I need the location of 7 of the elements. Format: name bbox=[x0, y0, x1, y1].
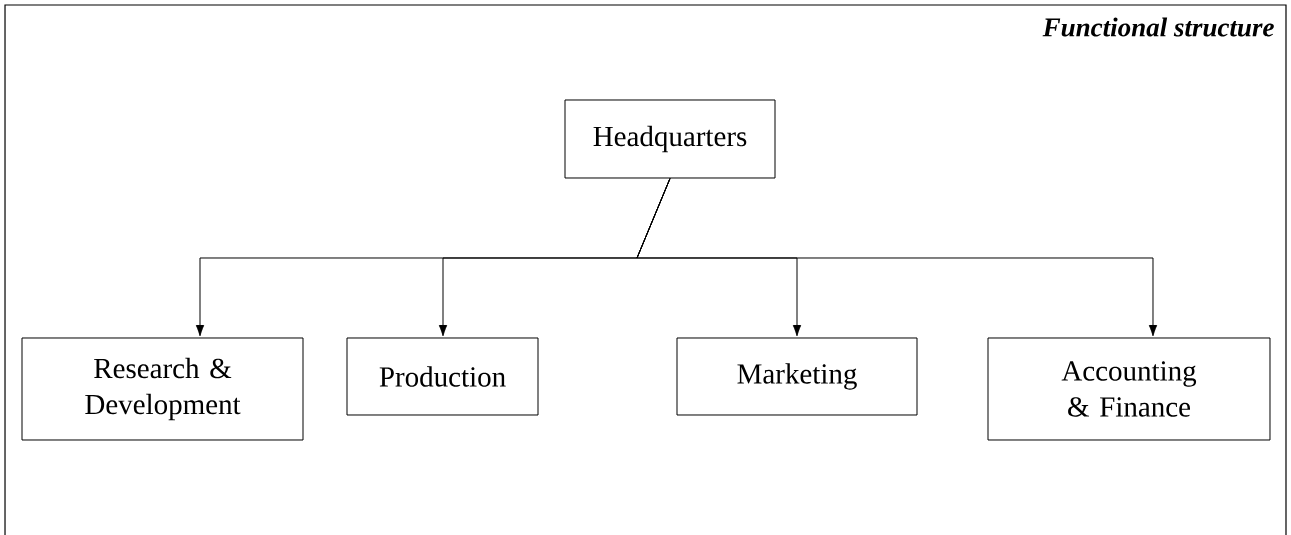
box: Research & Development bbox=[21, 337, 304, 441]
box: Accounting & Finance bbox=[987, 337, 1271, 441]
arrow bbox=[636, 178, 1158, 337]
title: Functional structure bbox=[1042, 17, 1274, 37]
box: Headquarters bbox=[564, 99, 776, 179]
box: Marketing bbox=[676, 337, 918, 416]
box: Production bbox=[346, 337, 539, 416]
